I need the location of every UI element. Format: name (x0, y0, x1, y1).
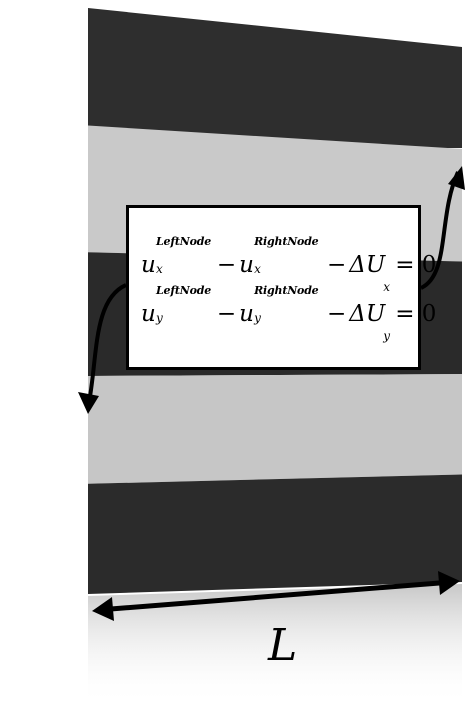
delta-u: ΔU (349, 301, 386, 327)
delta-sub: y (383, 329, 390, 343)
sub-component: y (156, 311, 163, 325)
var-u: u (239, 252, 254, 278)
var-u: u (239, 301, 254, 327)
delta-u: ΔU (349, 252, 386, 278)
rhs: = 0 (395, 301, 437, 327)
minus-sign: − (326, 252, 347, 278)
sup-left-node: LeftNode (156, 284, 212, 297)
light-band-lower (88, 374, 462, 484)
minus-sign: − (216, 301, 237, 327)
sub-component: x (254, 262, 261, 276)
minus-sign: − (326, 301, 347, 327)
right-arrow (419, 171, 460, 290)
left-arrowhead-icon (78, 392, 99, 414)
minus-sign: − (216, 252, 237, 278)
sup-left-node: LeftNode (156, 235, 212, 248)
dimension-arrowhead-right-icon (438, 571, 460, 595)
sup-right-node: RightNode (254, 235, 319, 248)
delta-term-y: ΔU (349, 303, 385, 326)
var-u: u (141, 301, 156, 327)
dimension-label: L (268, 620, 298, 671)
delta-sub: x (383, 280, 390, 294)
dimension-arrowhead-left-icon (92, 597, 114, 621)
right-arrowhead-icon (448, 166, 465, 190)
dimension-line (97, 579, 453, 613)
rhs: = 0 (395, 252, 437, 278)
left-arrow (86, 283, 127, 409)
dark-band-bottom (88, 474, 462, 594)
panel-reflection (88, 584, 462, 705)
dark-band-top (88, 8, 462, 148)
var-u: u (141, 252, 156, 278)
sub-component: x (156, 262, 163, 276)
sup-right-node: RightNode (254, 284, 319, 297)
delta-term-x: ΔU (349, 254, 385, 277)
sub-component: y (254, 311, 261, 325)
